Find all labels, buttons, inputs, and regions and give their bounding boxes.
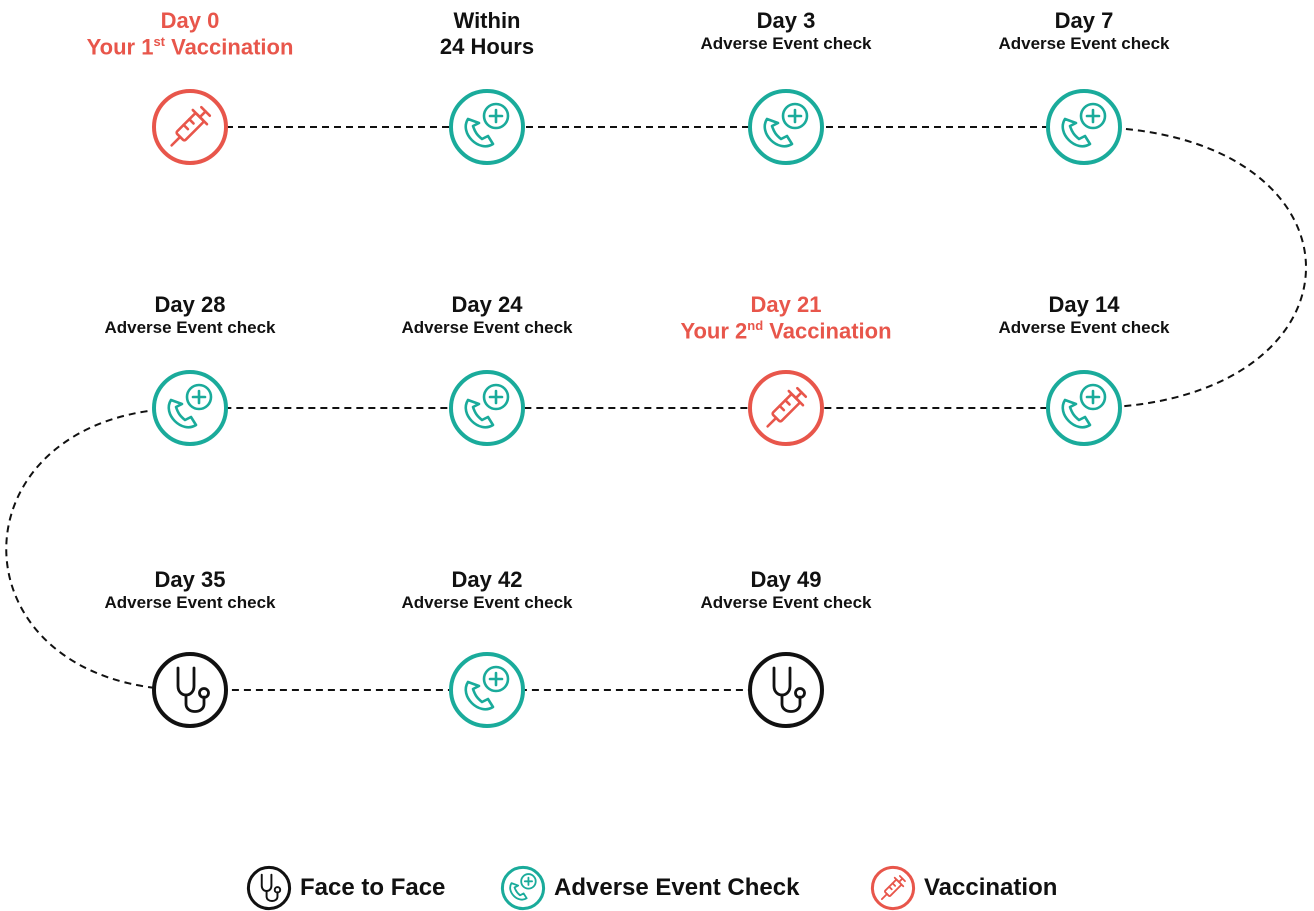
phone-plus-icon xyxy=(449,89,525,165)
phone-plus-icon xyxy=(500,865,546,911)
legend-face-to-face: Face to Face xyxy=(246,865,446,911)
phone-plus-icon xyxy=(1046,370,1122,446)
step-subtitle: Your 1st Vaccination xyxy=(86,34,294,60)
legend-vaccination-label: Vaccination xyxy=(924,874,1058,901)
phone-plus-icon xyxy=(449,652,525,728)
step-subtitle: Adverse Event check xyxy=(700,593,872,613)
phone-plus-icon xyxy=(152,370,228,446)
step-subtitle: Adverse Event check xyxy=(998,318,1170,338)
step-subtitle: Adverse Event check xyxy=(998,34,1170,54)
step-subtitle: Adverse Event check xyxy=(401,593,573,613)
step-title: Day 42 xyxy=(451,567,523,592)
syringe-icon xyxy=(748,370,824,446)
step-title: Day 24 xyxy=(451,292,523,317)
step-title: Day 21 xyxy=(750,292,822,317)
step-title: Day 0 xyxy=(160,8,220,33)
stethoscope-icon xyxy=(246,865,292,911)
stethoscope-icon xyxy=(748,652,824,728)
legend-adverse-event-check-label: Adverse Event Check xyxy=(554,874,800,901)
phone-plus-icon xyxy=(1046,89,1122,165)
step-title: Day 7 xyxy=(1054,8,1114,33)
ordinal-suffix: st xyxy=(153,34,165,50)
syringe-icon xyxy=(870,865,916,911)
step-subtitle: Adverse Event check xyxy=(700,34,872,54)
step-subtitle: 24 Hours xyxy=(439,34,535,60)
phone-plus-icon xyxy=(748,89,824,165)
legend-vaccination: Vaccination xyxy=(870,865,1058,911)
step-subtitle: Adverse Event check xyxy=(104,318,276,338)
phone-plus-icon xyxy=(449,370,525,446)
legend-adverse-event-check: Adverse Event Check xyxy=(500,865,800,911)
stethoscope-icon xyxy=(152,652,228,728)
syringe-icon xyxy=(152,89,228,165)
step-title: Within xyxy=(453,8,521,33)
step-title: Day 35 xyxy=(154,567,226,592)
step-title: Day 14 xyxy=(1048,292,1120,317)
step-title: Day 3 xyxy=(756,8,816,33)
step-title: Day 49 xyxy=(750,567,822,592)
step-subtitle: Adverse Event check xyxy=(401,318,573,338)
step-title: Day 28 xyxy=(154,292,226,317)
ordinal-suffix: nd xyxy=(747,318,764,334)
timeline-path xyxy=(5,126,1307,691)
step-subtitle: Your 2nd Vaccination xyxy=(680,318,892,344)
legend-face-to-face-label: Face to Face xyxy=(300,874,446,901)
step-subtitle: Adverse Event check xyxy=(104,593,276,613)
